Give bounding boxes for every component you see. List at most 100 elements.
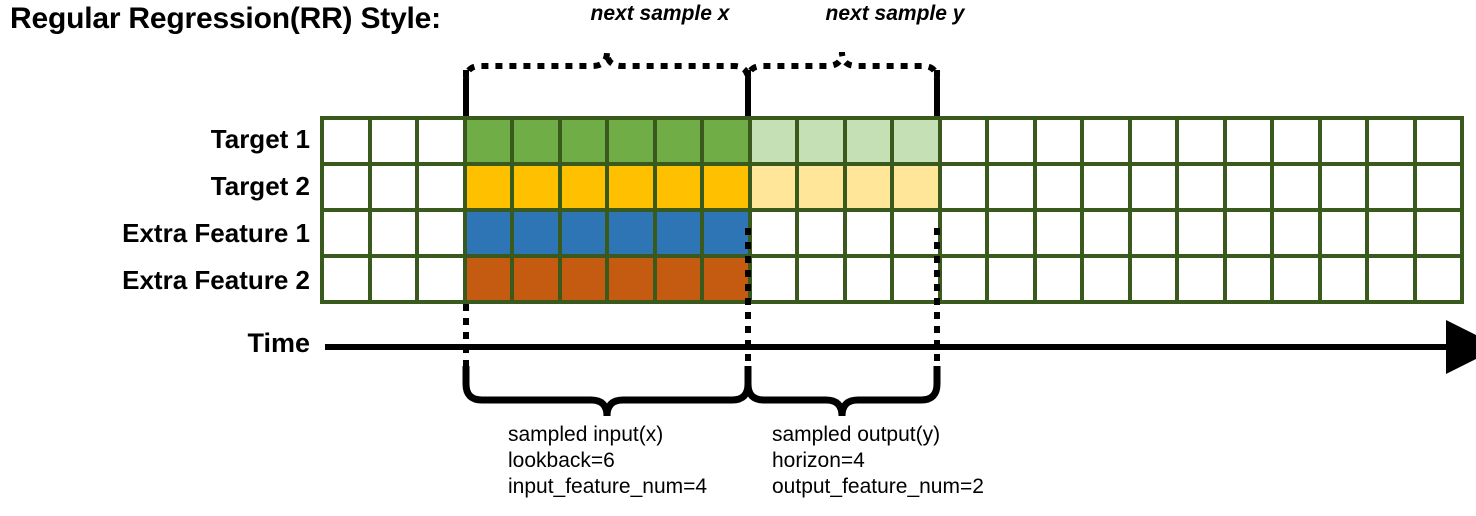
grid-cell-r1-c12-output <box>846 120 890 162</box>
grid-cell-r3-c1-empty <box>324 212 368 254</box>
row-label-extra-feature-2: Extra Feature 2 <box>122 265 310 295</box>
grid-cell-r1-c4-input <box>466 120 510 162</box>
grid-cell-r1-c13-output <box>894 120 938 162</box>
grid-cell-r1-c11-output <box>799 120 843 162</box>
annotation-sampled-input: sampled input(x) lookback=6 input_featur… <box>508 422 707 500</box>
row-label-target-2: Target 2 <box>210 171 310 201</box>
grid-cell-r1-c20-empty <box>1226 120 1270 162</box>
row-label-target-1: Target 1 <box>210 124 310 154</box>
grid-cell-r2-c12-output <box>846 166 890 208</box>
grid-cell-r1-c17-empty <box>1084 120 1128 162</box>
grid-cell-r4-c7-input <box>609 258 653 300</box>
grid-cell-r2-c10-output <box>751 166 795 208</box>
annotation-sampled-input-line-3: input_feature_num=4 <box>508 475 708 498</box>
grid-cell-r2-c9-input <box>704 166 748 208</box>
grid-cell-r3-c7-input <box>609 212 653 254</box>
grid-cell-r1-c15-empty <box>989 120 1033 162</box>
grid-cell-r1-c24-empty <box>1416 120 1460 162</box>
grid-cell-r1-c9-input <box>704 120 748 162</box>
grid-cell-r1-c21-empty <box>1274 120 1318 162</box>
grid-cell-r4-c12-empty <box>846 258 890 300</box>
grid-cell-r3-c5-input <box>514 212 558 254</box>
grid-cell-r4-c19-empty <box>1179 258 1223 300</box>
grid-cell-r2-c1-empty <box>324 166 368 208</box>
grid-cell-r2-c5-input <box>514 166 558 208</box>
grid-cell-r4-c13-empty <box>894 258 938 300</box>
grid-cell-r1-c14-empty <box>941 120 985 162</box>
grid-cell-r3-c23-empty <box>1369 212 1413 254</box>
grid-cell-r3-c14-empty <box>941 212 985 254</box>
bottom-brace-sampled-output <box>744 366 941 417</box>
grid-cell-r1-c18-empty <box>1131 120 1175 162</box>
grid-cell-r4-c21-empty <box>1274 258 1318 300</box>
grid-cell-r1-c5-input <box>514 120 558 162</box>
grid-cell-r1-c10-output <box>751 120 795 162</box>
grid-cell-r1-c8-input <box>656 120 700 162</box>
grid-cell-r4-c11-empty <box>799 258 843 300</box>
grid-cell-r3-c10-empty <box>751 212 795 254</box>
grid-cell-r4-c23-empty <box>1369 258 1413 300</box>
grid-cell-r2-c23-empty <box>1369 166 1413 208</box>
grid-cell-r3-c4-input <box>466 212 510 254</box>
grid-cell-r2-c22-empty <box>1321 166 1365 208</box>
grid-cell-r4-c18-empty <box>1131 258 1175 300</box>
grid-cell-r3-c16-empty <box>1036 212 1080 254</box>
annotation-sampled-input-line-2: lookback=6 <box>508 449 615 472</box>
grid-cell-r4-c1-empty <box>324 258 368 300</box>
grid-cell-r3-c3-empty <box>419 212 463 254</box>
annotation-sampled-output: sampled output(y) horizon=4 output_featu… <box>772 422 984 500</box>
grid-cell-r1-c22-empty <box>1321 120 1365 162</box>
annotation-sampled-output-line-2: horizon=4 <box>772 449 865 472</box>
grid-cell-r2-c15-empty <box>989 166 1033 208</box>
annotation-sampled-input-line-1: sampled input(x) <box>508 423 664 446</box>
grid-cell-r3-c22-empty <box>1321 212 1365 254</box>
top-brace-next-sample-x <box>463 51 751 112</box>
grid-cell-r2-c18-empty <box>1131 166 1175 208</box>
grid-cell-r2-c6-input <box>561 166 605 208</box>
grid-cell-r3-c17-empty <box>1084 212 1128 254</box>
grid-cell-r4-c3-empty <box>419 258 463 300</box>
grid-cell-r4-c10-empty <box>751 258 795 300</box>
top-brace-next-sample-y <box>745 51 940 112</box>
grid-cell-r4-c22-empty <box>1321 258 1365 300</box>
grid-cell-r4-c24-empty <box>1416 258 1460 300</box>
grid-cell-r1-c23-empty <box>1369 120 1413 162</box>
grid-cell-r2-c3-empty <box>419 166 463 208</box>
grid-cell-r3-c24-empty <box>1416 212 1460 254</box>
grid-cell-r1-c3-empty <box>419 120 463 162</box>
grid-cell-r4-c14-empty <box>941 258 985 300</box>
grid-cell-r4-c20-empty <box>1226 258 1270 300</box>
annotation-sampled-output-line-3: output_feature_num=2 <box>772 475 984 498</box>
grid-cell-r2-c21-empty <box>1274 166 1318 208</box>
grid-cell-r2-c24-empty <box>1416 166 1460 208</box>
grid-cell-r3-c13-empty <box>894 212 938 254</box>
grid-cell-r1-c16-empty <box>1036 120 1080 162</box>
grid-cell-r3-c11-empty <box>799 212 843 254</box>
grid-cell-r4-c6-input <box>561 258 605 300</box>
grid-cell-r3-c19-empty <box>1179 212 1223 254</box>
grid-cell-r2-c20-empty <box>1226 166 1270 208</box>
grid-cell-r2-c4-input <box>466 166 510 208</box>
row-label-list: Target 1 Target 2 Extra Feature 1 Extra … <box>52 116 310 304</box>
grid-cell-r2-c16-empty <box>1036 166 1080 208</box>
annotation-next-sample-x: next sample x <box>590 2 730 25</box>
grid-cell-r3-c9-input <box>704 212 748 254</box>
bottom-brace-sampled-input <box>462 366 752 417</box>
grid-cell-r3-c15-empty <box>989 212 1033 254</box>
timeseries-grid <box>320 116 1464 304</box>
grid-cell-r3-c6-input <box>561 212 605 254</box>
grid-cell-r4-c8-input <box>656 258 700 300</box>
grid-cell-r2-c19-empty <box>1179 166 1223 208</box>
grid-cell-r2-c11-output <box>799 166 843 208</box>
row-label-extra-feature-1: Extra Feature 1 <box>122 218 310 248</box>
grid-cell-r3-c21-empty <box>1274 212 1318 254</box>
grid-cell-r2-c2-empty <box>371 166 415 208</box>
grid-cell-r2-c13-output <box>894 166 938 208</box>
grid-cell-r3-c18-empty <box>1131 212 1175 254</box>
grid-cell-r3-c8-input <box>656 212 700 254</box>
annotation-sampled-output-line-1: sampled output(y) <box>772 423 941 446</box>
grid-cell-r4-c4-input <box>466 258 510 300</box>
grid-cell-r2-c17-empty <box>1084 166 1128 208</box>
grid-cell-r2-c14-empty <box>941 166 985 208</box>
grid-cell-r4-c9-input <box>704 258 748 300</box>
